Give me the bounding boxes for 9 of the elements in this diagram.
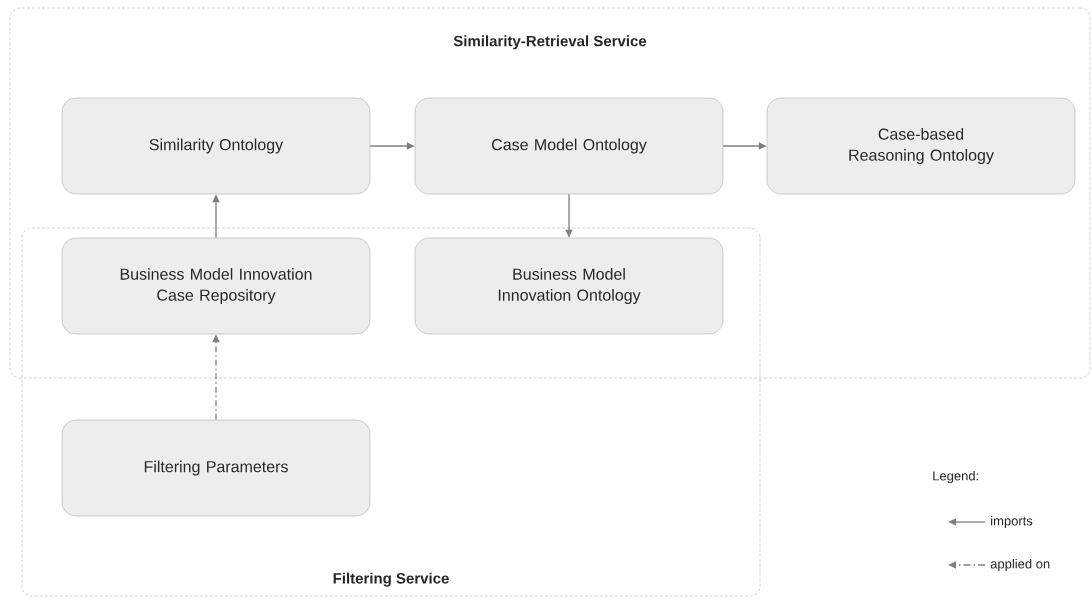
ontology-box: Business Model Innovation Case Repository xyxy=(61,237,371,335)
legend-label: imports xyxy=(991,515,1033,529)
legend-label: applied on xyxy=(990,558,1050,572)
ontology-box: Similarity Ontology xyxy=(61,97,371,195)
ontology-box: Case Model Ontology xyxy=(414,97,724,195)
ontology-box: Business Model Innovation Ontology xyxy=(414,237,724,335)
ontology-box: Filtering Parameters xyxy=(61,419,371,517)
legend-heading: Legend: xyxy=(933,470,978,484)
ontology-box: Case-based Reasoning Ontology xyxy=(766,97,1076,195)
